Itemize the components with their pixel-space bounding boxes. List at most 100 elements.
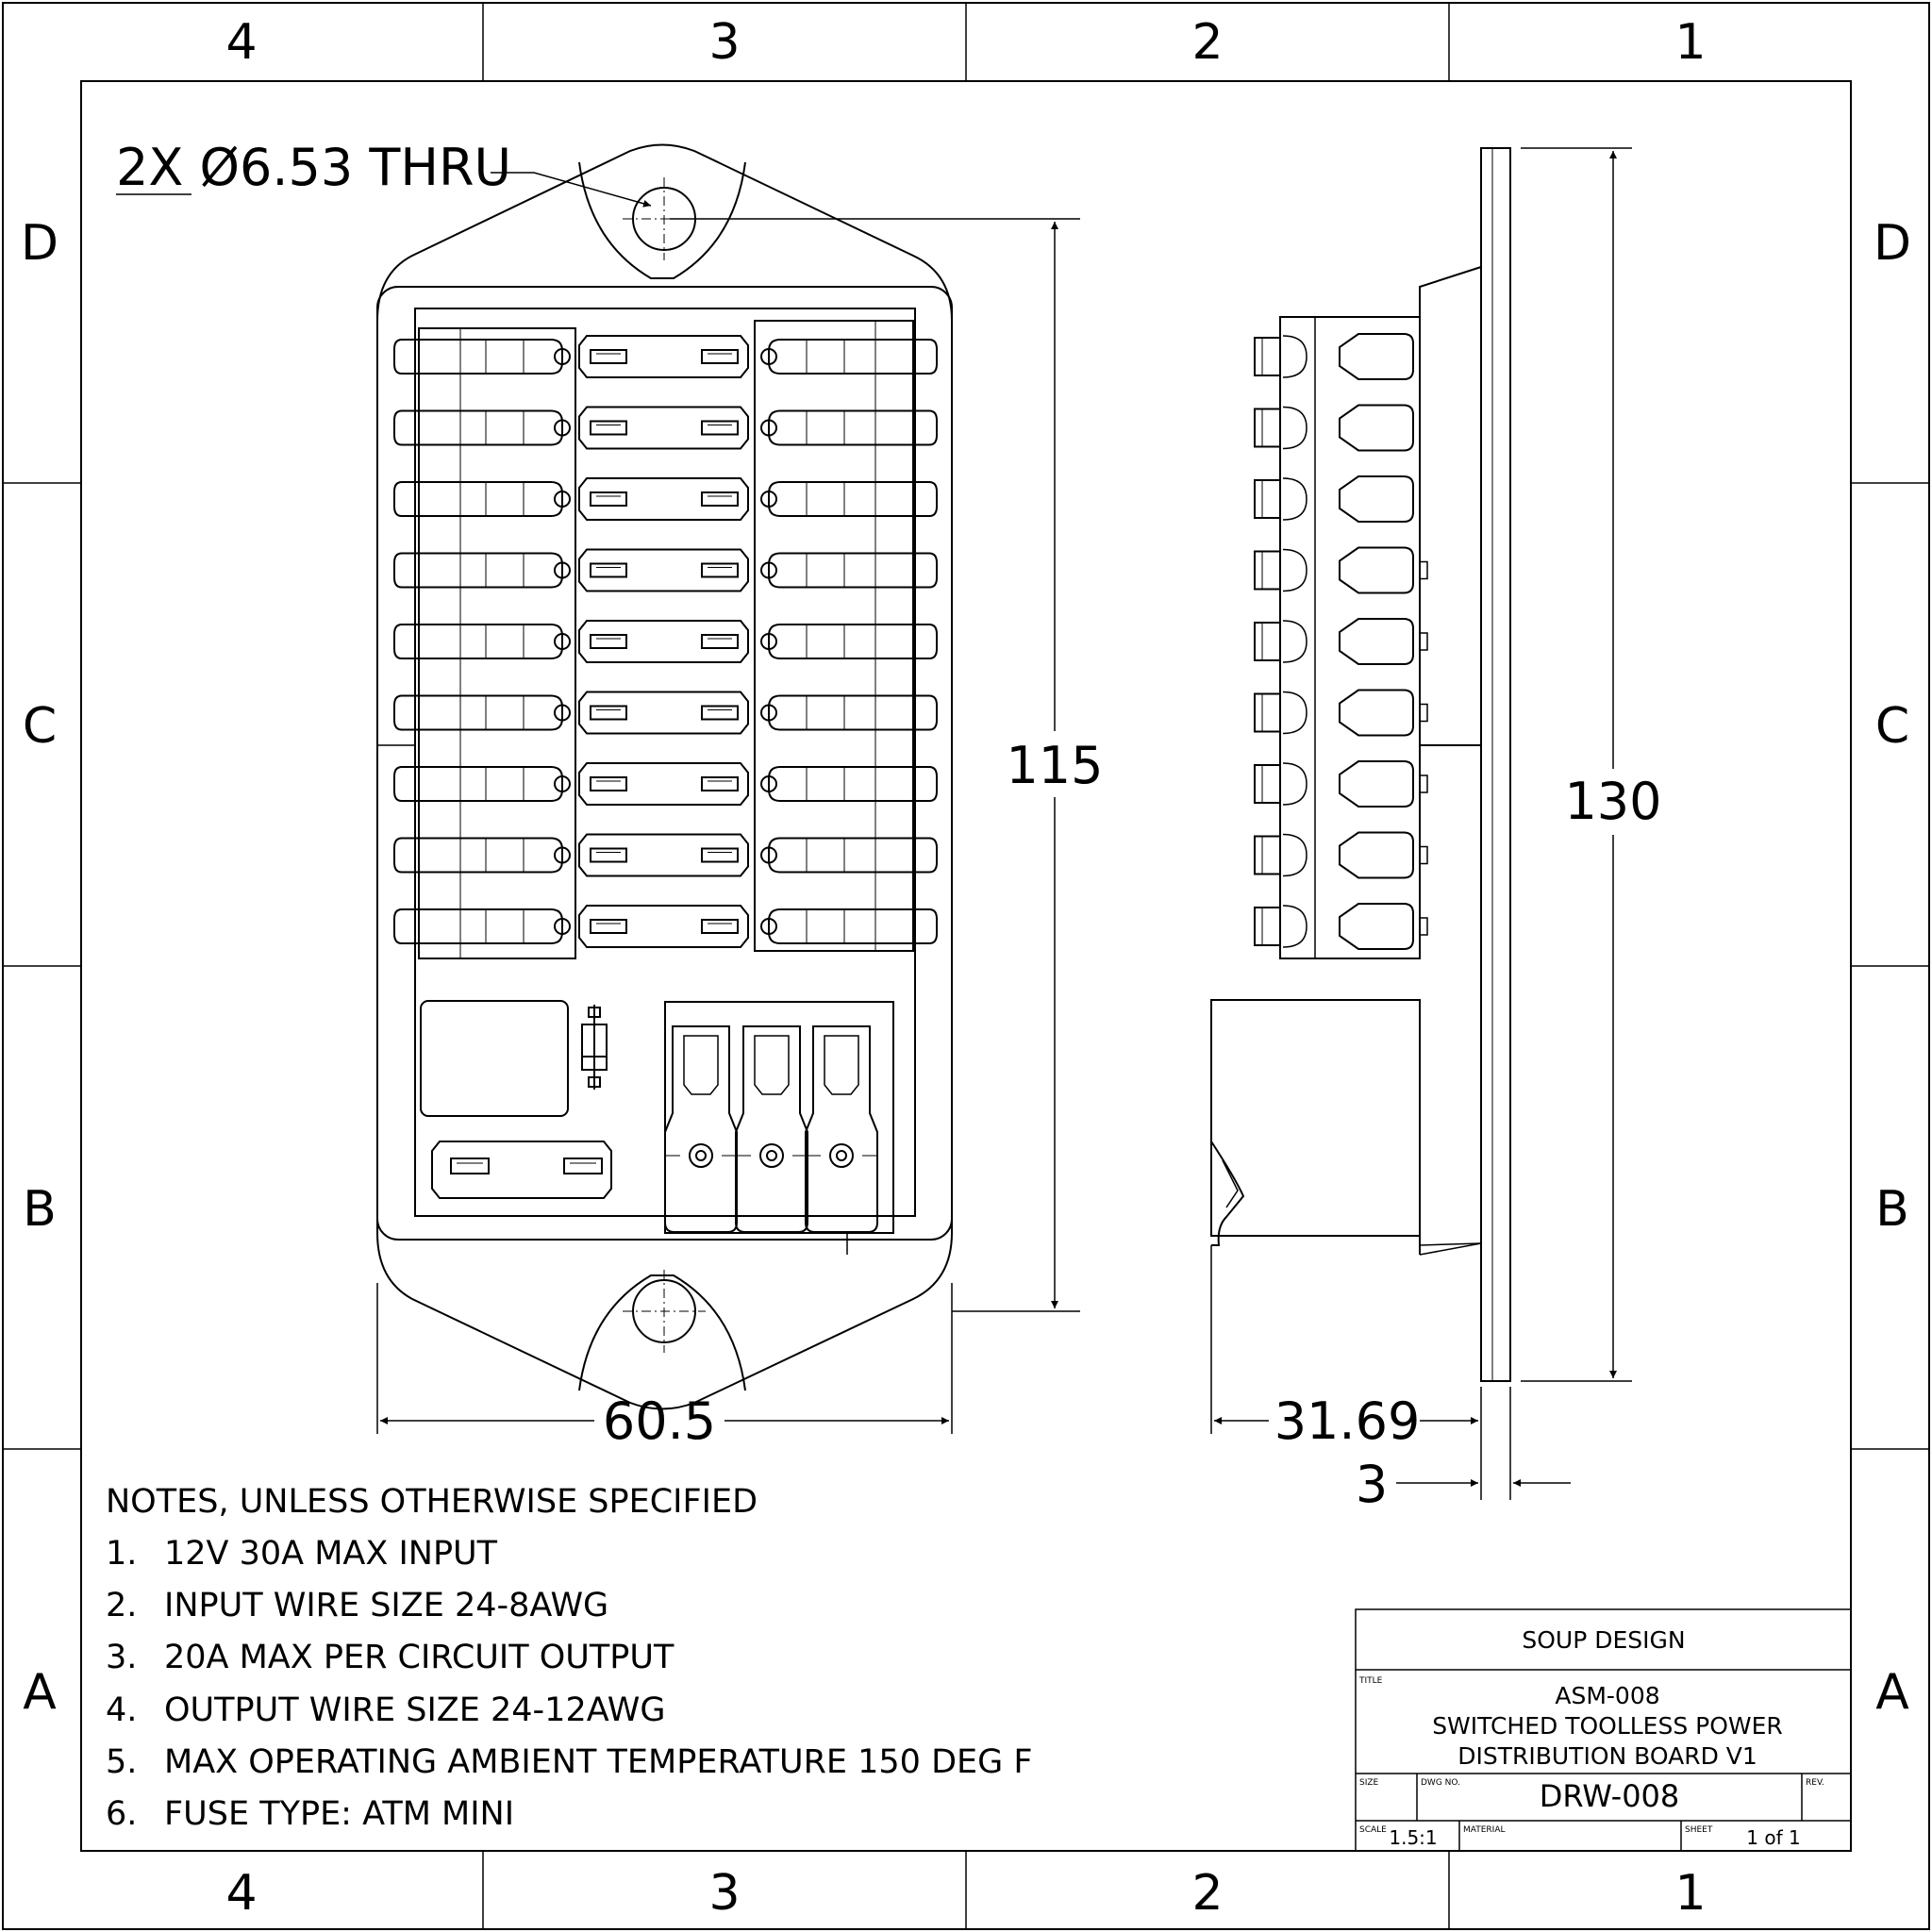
zone-row-right-c: C — [1875, 698, 1909, 755]
output-lever-left — [393, 694, 563, 731]
note-1-text: 12V 30A MAX INPUT — [164, 1535, 498, 1573]
output-lever-left — [393, 624, 563, 659]
input-terminals — [664, 1025, 878, 1233]
note-5-text: MAX OPERATING AMBIENT TEMPERATURE 150 DE… — [164, 1743, 1033, 1781]
side-dimensions — [1210, 147, 1632, 1500]
output-lever-left — [393, 908, 563, 944]
fuse — [578, 406, 749, 450]
output-lever-right — [768, 624, 938, 659]
output-lever-right — [768, 837, 938, 874]
output-lever-left — [393, 552, 563, 589]
side-circuit-row — [1254, 689, 1428, 737]
zone-col-bottom-4: 4 — [225, 1865, 257, 1922]
tb-sheet: 1 of 1 — [1746, 1826, 1800, 1849]
input-terminal — [805, 1025, 878, 1233]
zone-row-left-a: A — [23, 1664, 57, 1721]
side-body — [1419, 266, 1482, 746]
front-circuit-row — [393, 905, 938, 948]
note-3-text: 20A MAX PER CIRCUIT OUTPUT — [164, 1639, 675, 1676]
side-flange — [1480, 147, 1511, 1382]
front-view — [376, 143, 953, 1410]
zone-col-top-2: 2 — [1191, 14, 1223, 71]
output-lever-left — [393, 837, 563, 874]
output-lever-right — [768, 409, 938, 446]
front-circuit-row — [393, 762, 938, 806]
side-circuit-row — [1254, 333, 1414, 380]
fuse — [578, 477, 749, 521]
tb-company: SOUP DESIGN — [1522, 1626, 1685, 1654]
diode — [581, 1005, 608, 1090]
output-lever-right — [768, 908, 938, 944]
side-lever — [1339, 475, 1414, 523]
tb-size-label: SIZE — [1359, 1778, 1379, 1788]
tb-title-label: TITLE — [1358, 1676, 1383, 1686]
main-fuse — [431, 1141, 612, 1199]
right-terminal-block — [754, 320, 914, 952]
note-2-text: INPUT WIRE SIZE 24-8AWG — [164, 1587, 608, 1624]
zone-labels: 4 3 2 1 4 3 2 1 D C B A D C B A — [21, 14, 1911, 1922]
side-latch — [1210, 1141, 1245, 1246]
front-circuit-row — [393, 620, 938, 663]
side-circuit-row — [1254, 475, 1414, 523]
dim-flange-thickness: 3 — [1356, 1455, 1388, 1514]
mount-hole-bottom — [632, 1279, 696, 1343]
input-terminal — [735, 1025, 808, 1233]
output-lever-right — [768, 481, 938, 517]
zone-row-right-b: B — [1875, 1181, 1909, 1238]
dim-side-depth: 31.69 — [1274, 1391, 1421, 1451]
drawing-frame — [80, 80, 1852, 1852]
tb-dwg-no: DRW-008 — [1540, 1778, 1680, 1814]
output-lever-left — [393, 481, 563, 517]
note-1-num: 1. — [106, 1535, 137, 1573]
fuse — [578, 620, 749, 663]
zone-row-left-b: B — [23, 1181, 57, 1238]
title-block — [1355, 1608, 1852, 1852]
side-lever — [1339, 618, 1414, 665]
side-lever — [1339, 333, 1414, 380]
front-dimensions — [116, 172, 1080, 1434]
front-circuit-row — [393, 548, 938, 592]
tb-dwg-label: DWG NO. — [1421, 1778, 1460, 1788]
side-circuit-row — [1254, 546, 1428, 594]
zone-col-top-3: 3 — [708, 14, 740, 71]
output-lever-left — [393, 409, 563, 446]
output-lever-left — [393, 766, 563, 802]
zone-ticks — [3, 3, 1929, 1929]
output-lever-right — [768, 766, 938, 802]
side-row-group — [1254, 333, 1428, 950]
zone-col-top-4: 4 — [225, 14, 257, 71]
note-5-num: 5. — [106, 1743, 137, 1781]
note-4-text: OUTPUT WIRE SIZE 24-12AWG — [164, 1691, 665, 1729]
front-circuit-row — [393, 406, 938, 450]
front-circuit-row — [393, 477, 938, 521]
side-view — [1210, 147, 1511, 1382]
note-4-num: 4. — [106, 1691, 137, 1729]
side-circuit-row — [1254, 760, 1428, 808]
notes: NOTES, UNLESS OTHERWISE SPECIFIED 1. 12V… — [106, 1483, 1033, 1833]
side-circuit-row — [1254, 618, 1428, 665]
note-2-num: 2. — [106, 1587, 137, 1624]
hole-callout: 2X Ø6.53 THRU — [116, 138, 511, 197]
zone-col-top-1: 1 — [1674, 14, 1706, 71]
side-circuit-row — [1254, 831, 1428, 879]
side-lever — [1339, 903, 1414, 950]
output-lever-left — [393, 339, 563, 375]
zone-col-bottom-3: 3 — [708, 1865, 740, 1922]
hole-leader — [491, 172, 652, 208]
tb-title-line-3: DISTRIBUTION BOARD V1 — [1457, 1742, 1757, 1770]
note-3-num: 3. — [106, 1639, 137, 1676]
tb-scale-label: SCALE — [1359, 1825, 1387, 1835]
note-6-text: FUSE TYPE: ATM MINI — [164, 1795, 514, 1833]
side-lower-body — [1210, 999, 1421, 1237]
note-6-num: 6. — [106, 1795, 137, 1833]
front-circuit-row — [393, 335, 938, 378]
zone-col-bottom-1: 1 — [1674, 1865, 1706, 1922]
tb-material-label: MATERIAL — [1463, 1825, 1506, 1835]
fuse — [578, 833, 749, 877]
fuse — [578, 762, 749, 806]
side-circuit-row — [1254, 903, 1428, 950]
zone-row-left-c: C — [23, 698, 57, 755]
front-row-group — [393, 335, 938, 948]
fuse — [578, 691, 749, 735]
